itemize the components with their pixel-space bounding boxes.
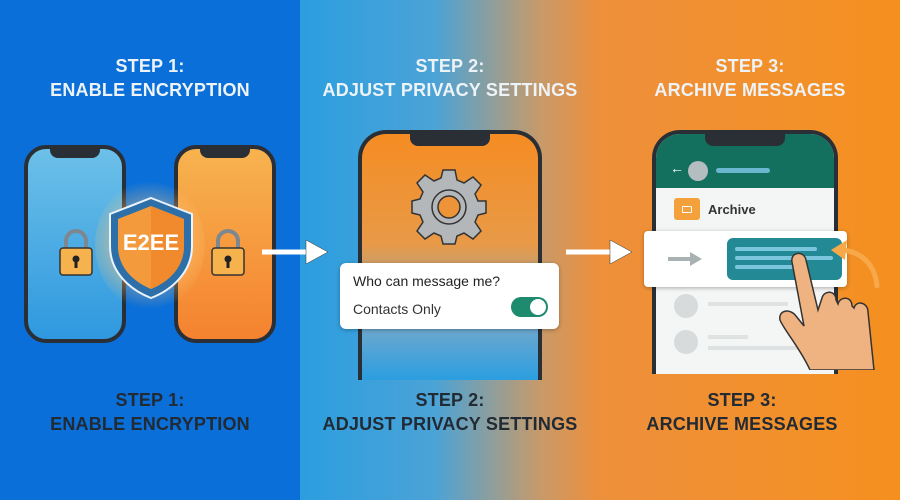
privacy-option: Contacts Only — [353, 301, 441, 317]
step-1-label: ENABLE ENCRYPTION — [50, 80, 250, 100]
swipe-chat-row[interactable] — [644, 231, 847, 287]
step-3-number: STEP 3: — [707, 390, 777, 410]
shield-icon — [109, 196, 193, 300]
step-3-top-title: STEP 3: ARCHIVE MESSAGES — [600, 54, 900, 102]
swipe-arrow-icon — [668, 252, 702, 266]
step-1-number: STEP 1: — [115, 390, 185, 410]
archive-label[interactable]: Archive — [708, 202, 756, 217]
toggle-knob — [530, 299, 546, 315]
e2ee-badge: E2EE — [122, 230, 180, 255]
gear-icon — [411, 169, 487, 245]
lock-icon — [211, 229, 245, 276]
panel-step-3: STEP 3: ARCHIVE MESSAGES ← Archive — [600, 0, 900, 500]
chat-line-placeholder — [708, 335, 748, 339]
step-2-bottom-title: STEP 2: ADJUST PRIVACY SETTINGS — [300, 388, 600, 436]
chat-line-placeholder — [708, 346, 808, 350]
contact-name-placeholder — [716, 168, 770, 173]
step-2-label: ADJUST PRIVACY SETTINGS — [322, 414, 578, 434]
step-1-bottom-title: STEP 1: ENABLE ENCRYPTION — [0, 388, 300, 436]
hand-icon — [779, 252, 875, 370]
privacy-question: Who can message me? — [353, 273, 501, 289]
lock-icon — [59, 229, 93, 276]
next-arrow-icon — [566, 239, 633, 265]
step-3-label: ARCHIVE MESSAGES — [646, 414, 838, 434]
message-bubble — [727, 238, 842, 280]
privacy-card: Who can message me? Contacts Only — [340, 263, 559, 329]
phone-notch — [50, 149, 100, 158]
archive-box-icon — [682, 206, 692, 213]
step-2-top-title: STEP 2: ADJUST PRIVACY SETTINGS — [300, 54, 600, 102]
chat-line-placeholder — [708, 302, 788, 306]
phone-notch — [200, 149, 250, 158]
step-1-top-title: STEP 1: ENABLE ENCRYPTION — [0, 54, 300, 102]
step-3-bottom-title: STEP 3: ARCHIVE MESSAGES — [592, 388, 892, 436]
phone-notch — [410, 134, 490, 146]
back-arrow-icon[interactable]: ← — [670, 160, 684, 176]
contacts-only-toggle[interactable] — [511, 297, 548, 317]
archive-folder-icon — [674, 198, 700, 220]
chat-avatar-placeholder — [674, 294, 698, 318]
curved-arrow-icon — [831, 240, 880, 288]
step-2-number: STEP 2: — [415, 56, 485, 76]
step-1-number: STEP 1: — [115, 56, 185, 76]
panel-step-2: STEP 2: ADJUST PRIVACY SETTINGS Who can … — [300, 0, 600, 500]
avatar — [688, 161, 708, 181]
panel-step-1: STEP 1: ENABLE ENCRYPTION E2EE — [0, 0, 300, 500]
step-3-label: ARCHIVE MESSAGES — [654, 80, 846, 100]
step-1-label: ENABLE ENCRYPTION — [50, 414, 250, 434]
step-3-number: STEP 3: — [715, 56, 785, 76]
next-arrow-icon — [262, 239, 329, 265]
step-2-number: STEP 2: — [415, 390, 485, 410]
step-2-label: ADJUST PRIVACY SETTINGS — [322, 80, 578, 100]
chat-avatar-placeholder — [674, 330, 698, 354]
phone-notch — [705, 134, 785, 146]
